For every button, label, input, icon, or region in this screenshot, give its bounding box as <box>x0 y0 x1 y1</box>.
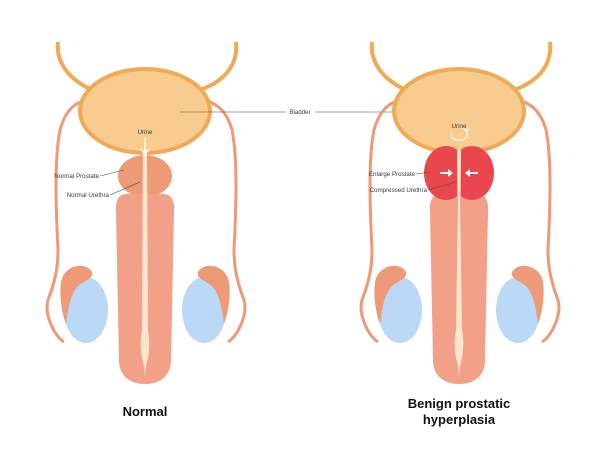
bph-anatomy: Urine Enlarge Prostate Compressed Urethr… <box>359 41 561 384</box>
compression-arrow-left-icon <box>440 169 453 177</box>
normal-epididymis-right <box>197 265 230 324</box>
bph-epididymis-right <box>511 265 544 324</box>
bladder-label: Bladder <box>289 109 310 116</box>
caption-bph-line2: hyperplasia <box>423 412 496 427</box>
left-ureter-left <box>55 41 93 92</box>
urine-retention-arrow-icon <box>450 130 468 141</box>
left-ureter-right <box>199 41 239 92</box>
caption-normal: Normal <box>123 404 168 419</box>
bph-vas-deferens-left <box>359 98 413 344</box>
normal-testis-right <box>182 277 226 343</box>
bph-vas-deferens-right <box>505 98 561 344</box>
compressed-urethra-label: Compressed Urethra <box>370 187 428 194</box>
normal-testis-left <box>64 277 108 343</box>
urine-retention-arrowhead-icon <box>462 127 470 132</box>
normal-urethra <box>140 150 150 380</box>
urine-arrowhead-left <box>140 148 150 157</box>
bph-ureter-right <box>513 41 553 92</box>
compression-arrow-right-icon <box>465 169 478 177</box>
enlarge-prostate-label: Enlarge Prostate <box>369 171 416 178</box>
enlarge-prostate-leader <box>415 171 431 175</box>
normal-prostate-label: Normal Prostate <box>54 173 99 180</box>
bph-ureter-left <box>369 41 407 92</box>
caption-bph-line1: Benign prostatic <box>408 396 511 411</box>
normal-anatomy: Urine Normal Prostate Normal Urethra <box>45 41 247 384</box>
normal-urethra-label: Normal Urethra <box>67 192 110 199</box>
normal-urethra-leader <box>109 181 141 196</box>
urine-label-left: Urine <box>138 129 153 136</box>
normal-prostate-leader <box>99 169 125 177</box>
left-vas-deferens-left <box>45 98 99 344</box>
compressed-urethra <box>454 150 464 380</box>
urine-label-right: Urine <box>452 123 467 130</box>
bph-epididymis-left <box>374 265 407 324</box>
bph-testis-left <box>378 277 422 343</box>
bph-testis-right <box>496 277 540 343</box>
left-vas-deferens-right <box>191 98 247 344</box>
compressed-urethra-leader <box>427 181 457 191</box>
normal-epididymis-left <box>60 265 93 324</box>
